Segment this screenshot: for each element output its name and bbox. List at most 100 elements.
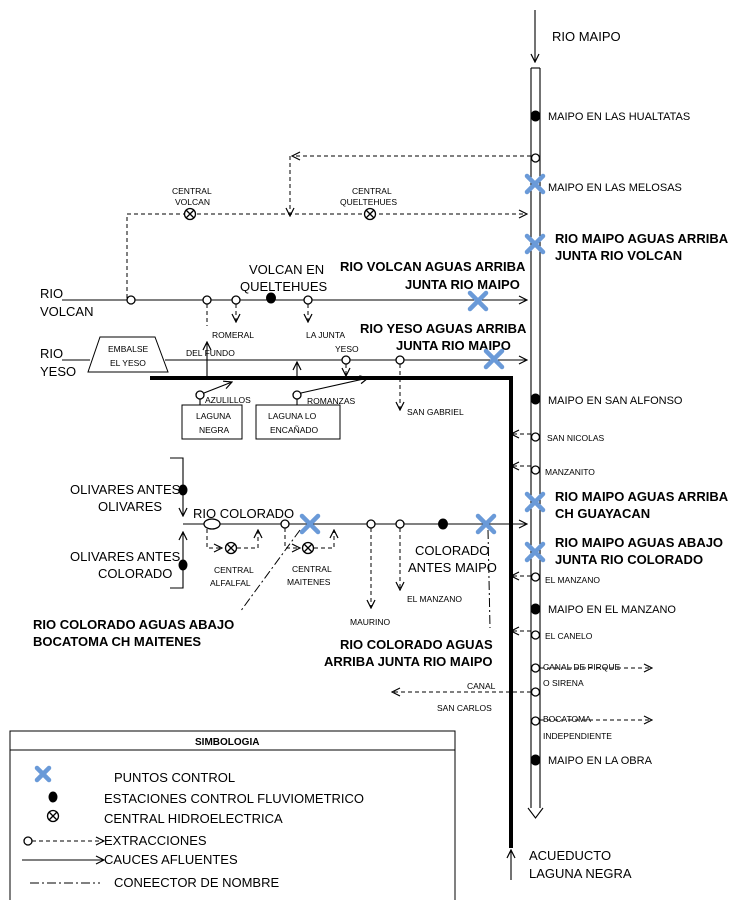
legend-puntos: PUNTOS CONTROL (114, 770, 235, 785)
extraction-pirque-line1: CANAL DE PIRQUE (543, 662, 620, 672)
station-dot (178, 484, 188, 496)
rio-yeso-label-line1: RIO (40, 346, 63, 361)
extraction-node (530, 687, 541, 697)
central-maitenes-line1: CENTRAL (292, 564, 332, 574)
extraction-canal-line2: SAN CARLOS (437, 703, 492, 713)
extraction-el-canelo: EL CANELO (545, 631, 593, 641)
rio-maipo-label: RIO MAIPO (552, 29, 621, 44)
extraction-canal-line1: CANAL (467, 681, 496, 691)
rio-volcan: RIO VOLCAN VOLCAN EN QUELTEHUES ROMERAL … (40, 259, 527, 340)
control-colorado-arriba-line1: RIO COLORADO AGUAS (340, 637, 493, 652)
extraction-node (231, 295, 241, 305)
control-point-guayacan (524, 491, 546, 513)
central-alfalfal-line2: ALFALFAL (210, 578, 251, 588)
romanzas-label: ROMANZAS (307, 396, 356, 406)
embalse-line1: EMBALSE (108, 344, 148, 354)
extraction-yeso: YESO (335, 344, 359, 354)
olivares-colorado-line1: OLIVARES ANTES (70, 549, 181, 564)
laguna-negra-box (181, 404, 243, 440)
rio-volcan-label-line1: RIO (40, 286, 63, 301)
extraction-colorado-el-manzano: EL MANZANO (407, 594, 462, 604)
azulillos-label: AZULILLOS (205, 395, 251, 405)
legend-conector: CONEECTOR DE NOMBRE (114, 875, 279, 890)
extraction-bocatoma-line2: INDEPENDIENTE (543, 731, 612, 741)
acueducto-line2: LAGUNA NEGRA (529, 866, 632, 881)
legend-extraction-icon (23, 836, 33, 846)
extraction-bocatoma-line1: BOCATOMA (543, 714, 591, 724)
station-dot (438, 518, 448, 530)
volcan-station-line1: VOLCAN EN (249, 262, 324, 277)
central-volcan-line1: CENTRAL (172, 186, 212, 196)
extraction-san-nicolas: SAN NICOLAS (547, 433, 604, 443)
station-hualtatas: MAIPO EN LAS HUALTATAS (548, 111, 690, 123)
legend-box (9, 730, 456, 900)
legend: SIMBOLOGIA PUNTOS CONTROL ESTACIONES CON… (9, 730, 456, 900)
colorado-antes-maipo-line2: ANTES MAIPO (408, 560, 497, 575)
connector-line (487, 529, 491, 629)
control-point-colorado-arriba (475, 513, 497, 535)
laguna-lo-line2: ENCAÑADO (270, 425, 319, 435)
control-yeso-line2: JUNTA RIO MAIPO (396, 338, 511, 353)
control-maipo-volcan-line2: JUNTA RIO VOLCAN (555, 248, 682, 263)
extraction-node (303, 295, 313, 305)
lagunas: AZULILLOS ROMANZAS LAGUNA NEGRA LAGUNA L… (181, 378, 368, 440)
extraction-node (530, 716, 541, 726)
rio-colorado-label: RIO COLORADO (193, 506, 294, 521)
colorado-antes-maipo-line1: COLORADO (415, 543, 489, 558)
rio-yeso: RIO YESO EMBALSE EL YESO DEL FUNDO YESO … (40, 321, 527, 417)
embalse-line2: EL YESO (110, 358, 146, 368)
rio-volcan-label-line2: VOLCAN (40, 304, 93, 319)
extraction-node (395, 355, 405, 365)
olivares-line1: OLIVARES ANTES (70, 482, 181, 497)
olivares-line2: OLIVARES (98, 499, 162, 514)
station-dot (178, 559, 188, 571)
extraction-romeral: ROMERAL (212, 330, 254, 340)
extraction-node (530, 663, 541, 673)
control-point-maipo-volcan (524, 233, 546, 255)
extraction-node (530, 432, 541, 442)
extraction-la-junta: LA JUNTA (306, 330, 345, 340)
extraction-manzanito: MANZANITO (545, 467, 595, 477)
control-volcan-line2: JUNTA RIO MAIPO (405, 277, 520, 292)
extraction-node (530, 465, 541, 475)
control-abajo-colorado-line1: RIO MAIPO AGUAS ABAJO (555, 535, 723, 550)
central-maitenes-line2: MAITENES (287, 577, 331, 587)
legend-extracciones: EXTRACCIONES (104, 833, 207, 848)
extraction-maurino: MAURINO (350, 617, 391, 627)
station-san-alfonso: MAIPO EN SAN ALFONSO (548, 395, 683, 407)
control-guayacan-line1: RIO MAIPO AGUAS ARRIBA (555, 489, 729, 504)
extraction-node (530, 153, 541, 163)
central-queltehues-line2: QUELTEHUES (340, 197, 397, 207)
extraction-el-manzano: EL MANZANO (545, 575, 600, 585)
extraction-node (280, 519, 290, 529)
laguna-lo-line1: LAGUNA LO (268, 411, 317, 421)
extraction-node (366, 519, 376, 529)
station-dot (530, 603, 541, 615)
extraction-node (203, 518, 221, 530)
control-colorado-bocatoma-line2: BOCATOMA CH MAITENES (33, 634, 201, 649)
legend-central: CENTRAL HIDROELECTRICA (104, 811, 283, 826)
legend-title: SIMBOLOGIA (195, 737, 259, 748)
central-queltehues-line1: CENTRAL (352, 186, 392, 196)
control-points (299, 173, 546, 563)
control-abajo-colorado-line2: JUNTA RIO COLORADO (555, 552, 703, 567)
legend-control-icon (34, 765, 52, 783)
control-colorado-arriba-line2: ARRIBA JUNTA RIO MAIPO (324, 654, 493, 669)
station-melosas: MAIPO EN LAS MELOSAS (548, 182, 682, 194)
extraction-del-fundo: DEL FUNDO (186, 348, 235, 358)
laguna-lo-encanado-box (255, 404, 341, 440)
central-volcan-line2: VOLCAN (175, 197, 210, 207)
queltehues-canals: CENTRAL VOLCAN CENTRAL QUELTEHUES (126, 156, 531, 298)
extraction-san-gabriel: SAN GABRIEL (407, 407, 464, 417)
embalse-el-yeso (87, 336, 169, 373)
extraction-node (395, 519, 405, 529)
control-maipo-volcan-line1: RIO MAIPO AGUAS ARRIBA (555, 231, 729, 246)
legend-cauces: CAUCES AFLUENTES (104, 852, 238, 867)
station-dot (530, 393, 541, 405)
control-point-melosas (524, 173, 546, 195)
extraction-node (195, 390, 205, 400)
legend-station-icon (48, 791, 58, 803)
acueducto-laguna-negra: ACUEDUCTO LAGUNA NEGRA (150, 376, 632, 881)
station-dot (530, 110, 541, 122)
control-point-colorado-bocatoma (299, 513, 321, 535)
